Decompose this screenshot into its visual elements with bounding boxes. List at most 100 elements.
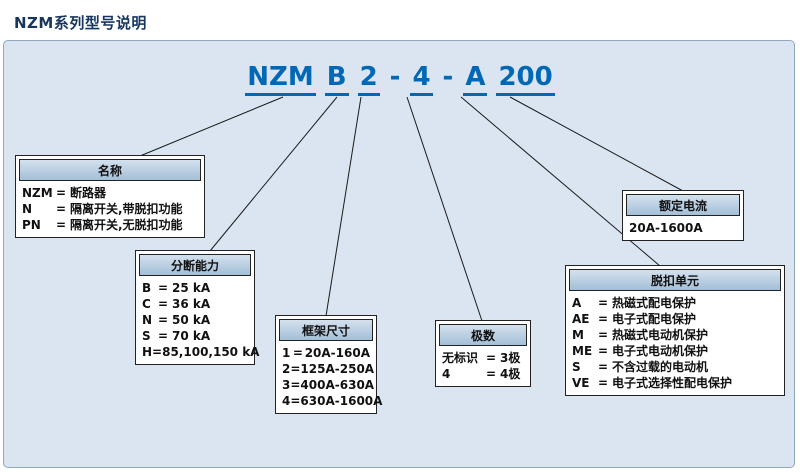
legend-row: 2 = 125A-250A: [282, 361, 374, 377]
frame-size-body: 1 = 20A-160A 2 = 125A-250A 3 = 400A-630A…: [276, 344, 382, 413]
legend-row: S = 不含过载的电动机: [572, 359, 778, 375]
legend-desc: 400A-630A: [300, 378, 375, 392]
legend-code: S: [142, 329, 151, 343]
legend-desc: 电子式选择性配电保护: [612, 376, 733, 390]
poles-box: 极数 无标识 = 3极 4 = 4极: [435, 320, 531, 387]
trip-unit-box: 脱扣单元 A = 热磁式配电保护 AE = 电子式配电保护 M = 热磁式电动机…: [565, 265, 785, 396]
equals-sign: =: [598, 328, 609, 342]
legend-code: ME: [572, 344, 593, 358]
legend-desc: 50 kA: [172, 313, 211, 327]
name-legend-box: 名称 NZM = 断路器 N = 隔离开关,带脱扣功能 PN = 隔离开关,无脱…: [15, 155, 205, 238]
equals-sign: =: [56, 202, 67, 216]
legend-row: VE = 电子式选择性配电保护: [572, 375, 778, 391]
legend-row: B = 25 kA: [142, 280, 248, 296]
legend-code: AE: [572, 312, 590, 326]
equals-sign: =: [158, 297, 169, 311]
model-number: NZM B 2 - 4 - A 200: [0, 62, 800, 96]
legend-row: ME = 电子式电动机保护: [572, 343, 778, 359]
legend-code: A: [572, 296, 582, 310]
legend-desc: 630A-1600A: [300, 394, 383, 408]
name-legend-body: NZM = 断路器 N = 隔离开关,带脱扣功能 PN = 隔离开关,无脱扣功能: [16, 184, 204, 237]
legend-code: N: [22, 202, 33, 216]
legend-code: B: [142, 281, 152, 295]
frame-size-header: 框架尺寸: [279, 319, 373, 341]
legend-code: 3: [282, 378, 291, 392]
legend-row: C = 36 kA: [142, 296, 248, 312]
legend-code: N: [142, 313, 153, 327]
legend-row: PN = 隔离开关,无脱扣功能: [22, 217, 198, 233]
equals-sign: =: [290, 394, 301, 408]
legend-code: VE: [572, 376, 590, 390]
equals-sign: =: [486, 351, 497, 365]
legend-row: AE = 电子式配电保护: [572, 311, 778, 327]
name-legend-header: 名称: [19, 159, 201, 181]
poles-header: 极数: [439, 324, 527, 346]
equals-sign: =: [152, 345, 163, 359]
legend-desc: 36 kA: [172, 297, 211, 311]
equals-sign: =: [598, 312, 609, 326]
equals-sign: =: [158, 281, 169, 295]
legend-code: 无标识: [442, 351, 479, 365]
equals-sign: =: [598, 376, 609, 390]
legend-row: 4 = 630A-1600A: [282, 393, 382, 409]
equals-sign: =: [598, 360, 609, 374]
legend-code: PN: [22, 218, 41, 232]
legend-code: 4: [282, 394, 291, 408]
legend-row: 4 = 4极: [442, 366, 524, 382]
poles-body: 无标识 = 3极 4 = 4极: [436, 349, 530, 386]
model-dash-1: -: [389, 62, 401, 92]
legend-desc: 隔离开关,无脱扣功能: [70, 218, 183, 232]
legend-desc: 20A-160A: [304, 346, 370, 360]
equals-sign: =: [56, 218, 67, 232]
legend-desc: 隔离开关,带脱扣功能: [70, 202, 183, 216]
legend-desc: 电子式电动机保护: [612, 344, 709, 358]
legend-row: H = 85,100,150 kA: [142, 344, 259, 360]
legend-row: NZM = 断路器: [22, 185, 198, 201]
legend-desc: 70 kA: [172, 329, 211, 343]
equals-sign: =: [598, 344, 609, 358]
legend-code: 1: [282, 346, 291, 360]
legend-code: NZM: [22, 186, 53, 200]
equals-sign: =: [56, 186, 67, 200]
model-seg-poles: 4: [410, 62, 433, 96]
panel-background: [3, 40, 795, 468]
legend-desc: 不含过载的电动机: [612, 360, 709, 374]
model-seg-breaking: B: [324, 62, 349, 96]
equals-sign: =: [290, 378, 301, 392]
legend-code: 2: [282, 362, 291, 376]
model-seg-name: NZM: [245, 62, 316, 96]
legend-row: N = 隔离开关,带脱扣功能: [22, 201, 198, 217]
legend-code: M: [572, 328, 584, 342]
legend-code: S: [572, 360, 581, 374]
model-seg-frame: 2: [357, 62, 380, 96]
trip-unit-body: A = 热磁式配电保护 AE = 电子式配电保护 M = 热磁式电动机保护 ME…: [566, 294, 784, 395]
legend-code: C: [142, 297, 151, 311]
equals-sign: =: [158, 329, 169, 343]
model-seg-current: 200: [496, 62, 555, 96]
legend-row: 无标识 = 3极: [442, 350, 524, 366]
legend-code: 4: [442, 367, 451, 381]
equals-sign: =: [598, 296, 609, 310]
legend-row: N = 50 kA: [142, 312, 248, 328]
breaking-capacity-box: 分断能力 B = 25 kA C = 36 kA N = 50 kA S = 7…: [135, 250, 259, 365]
rated-current-header: 额定电流: [626, 194, 740, 216]
legend-row: 3 = 400A-630A: [282, 377, 374, 393]
legend-row: A = 热磁式配电保护: [572, 295, 778, 311]
model-dash-2: -: [442, 62, 454, 92]
legend-desc: 25 kA: [172, 281, 211, 295]
legend-desc: 断路器: [70, 186, 107, 200]
legend-row: S = 70 kA: [142, 328, 248, 344]
legend-desc: 电子式配电保护: [612, 312, 697, 326]
legend-desc: 4极: [500, 367, 521, 381]
legend-desc: 热磁式配电保护: [612, 296, 697, 310]
equals-sign: =: [486, 367, 497, 381]
legend-row: M = 热磁式电动机保护: [572, 327, 778, 343]
rated-current-box: 额定电流 20A-1600A: [622, 190, 744, 241]
equals-sign: =: [158, 313, 169, 327]
trip-unit-header: 脱扣单元: [569, 269, 781, 291]
model-seg-trip: A: [463, 62, 488, 96]
legend-desc: 3极: [500, 351, 521, 365]
legend-row: 1 = 20A-160A: [282, 345, 370, 361]
equals-sign: =: [292, 346, 303, 360]
breaking-capacity-header: 分断能力: [139, 254, 251, 276]
